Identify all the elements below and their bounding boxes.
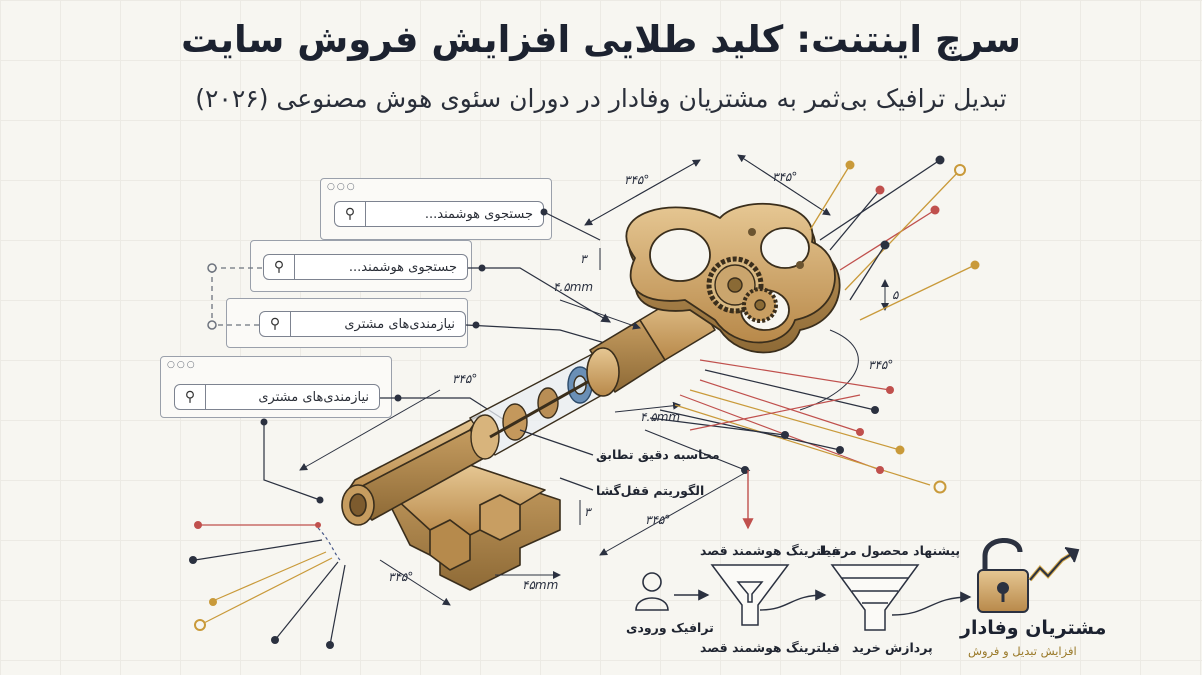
search-box-4[interactable]: ⚲ نیازمندی‌های مشتری [174, 384, 380, 410]
unlocked-padlock-icon [977, 538, 1029, 613]
search-box-text: جستجوی هوشمند... [424, 206, 533, 222]
window-dots: ○○○ [327, 182, 357, 192]
funnel-icon [710, 564, 790, 626]
dimension-label: ۳۴۵° [645, 513, 671, 527]
dimension-label: ۳۴۵° [452, 372, 478, 386]
funnel-layered-icon [830, 564, 920, 631]
growth-arrow-icon [1028, 547, 1080, 582]
dimension-label: ۵ [892, 288, 899, 302]
search-icon: ⚲ [175, 385, 206, 409]
dimension-label: ۴۵mm [522, 578, 559, 592]
search-box-text: جستجوی هوشمند... [348, 259, 457, 275]
dimension-label: ۴.۵mm [553, 280, 594, 294]
dimension-label: ۳۴۵° [772, 170, 798, 184]
page-title: سرچ اینتنت: کلید طلایی افزایش فروش سایت [180, 18, 1021, 61]
page-subtitle: تبدیل ترافیک بی‌ثمر به مشتریان وفادار در… [195, 84, 1007, 113]
calc-label: محاسبه دقیق تطابق [596, 447, 720, 462]
search-icon: ⚲ [260, 312, 291, 336]
flow-filter-bottom-label: فیلترینگ هوشمند قصد [700, 640, 840, 655]
dimension-label: ۳۴۵° [624, 173, 650, 187]
search-box-2[interactable]: ⚲ جستجوی هوشمند... [263, 254, 468, 280]
dimension-label: ۳ [580, 252, 587, 266]
loyal-customers-sublabel: افزایش تبدیل و فروش [968, 644, 1077, 658]
flow-traffic-label: ترافیک ورودی [626, 620, 714, 635]
search-box-3[interactable]: ⚲ نیازمندی‌های مشتری [259, 311, 466, 337]
search-box-text: نیازمندی‌های مشتری [258, 389, 369, 405]
search-box-text: نیازمندی‌های مشتری [344, 316, 455, 332]
window-dots: ○○○ [167, 360, 197, 370]
flow-filter-top-label: فیلترینگ هوشمند قصد [700, 543, 840, 558]
person-icon [635, 572, 669, 611]
loyal-customers-label: مشتریان وفادار [960, 617, 1107, 639]
algo-label: الگوریتم قفل‌گشا [596, 483, 705, 498]
dimension-label: ۳ [584, 505, 591, 519]
flow-process-label: پردازش خرید [852, 640, 933, 655]
dimension-label: ۳۴۵° [388, 570, 414, 584]
dimension-label: ۴.۵mm [640, 410, 681, 424]
search-box-1[interactable]: ⚲ جستجوی هوشمند... [334, 201, 544, 227]
dimension-label: ۳۴۵° [868, 358, 894, 372]
search-icon: ⚲ [335, 202, 366, 226]
flow-suggest-label: پیشنهاد محصول مرتبط [818, 543, 961, 558]
search-icon: ⚲ [264, 255, 295, 279]
